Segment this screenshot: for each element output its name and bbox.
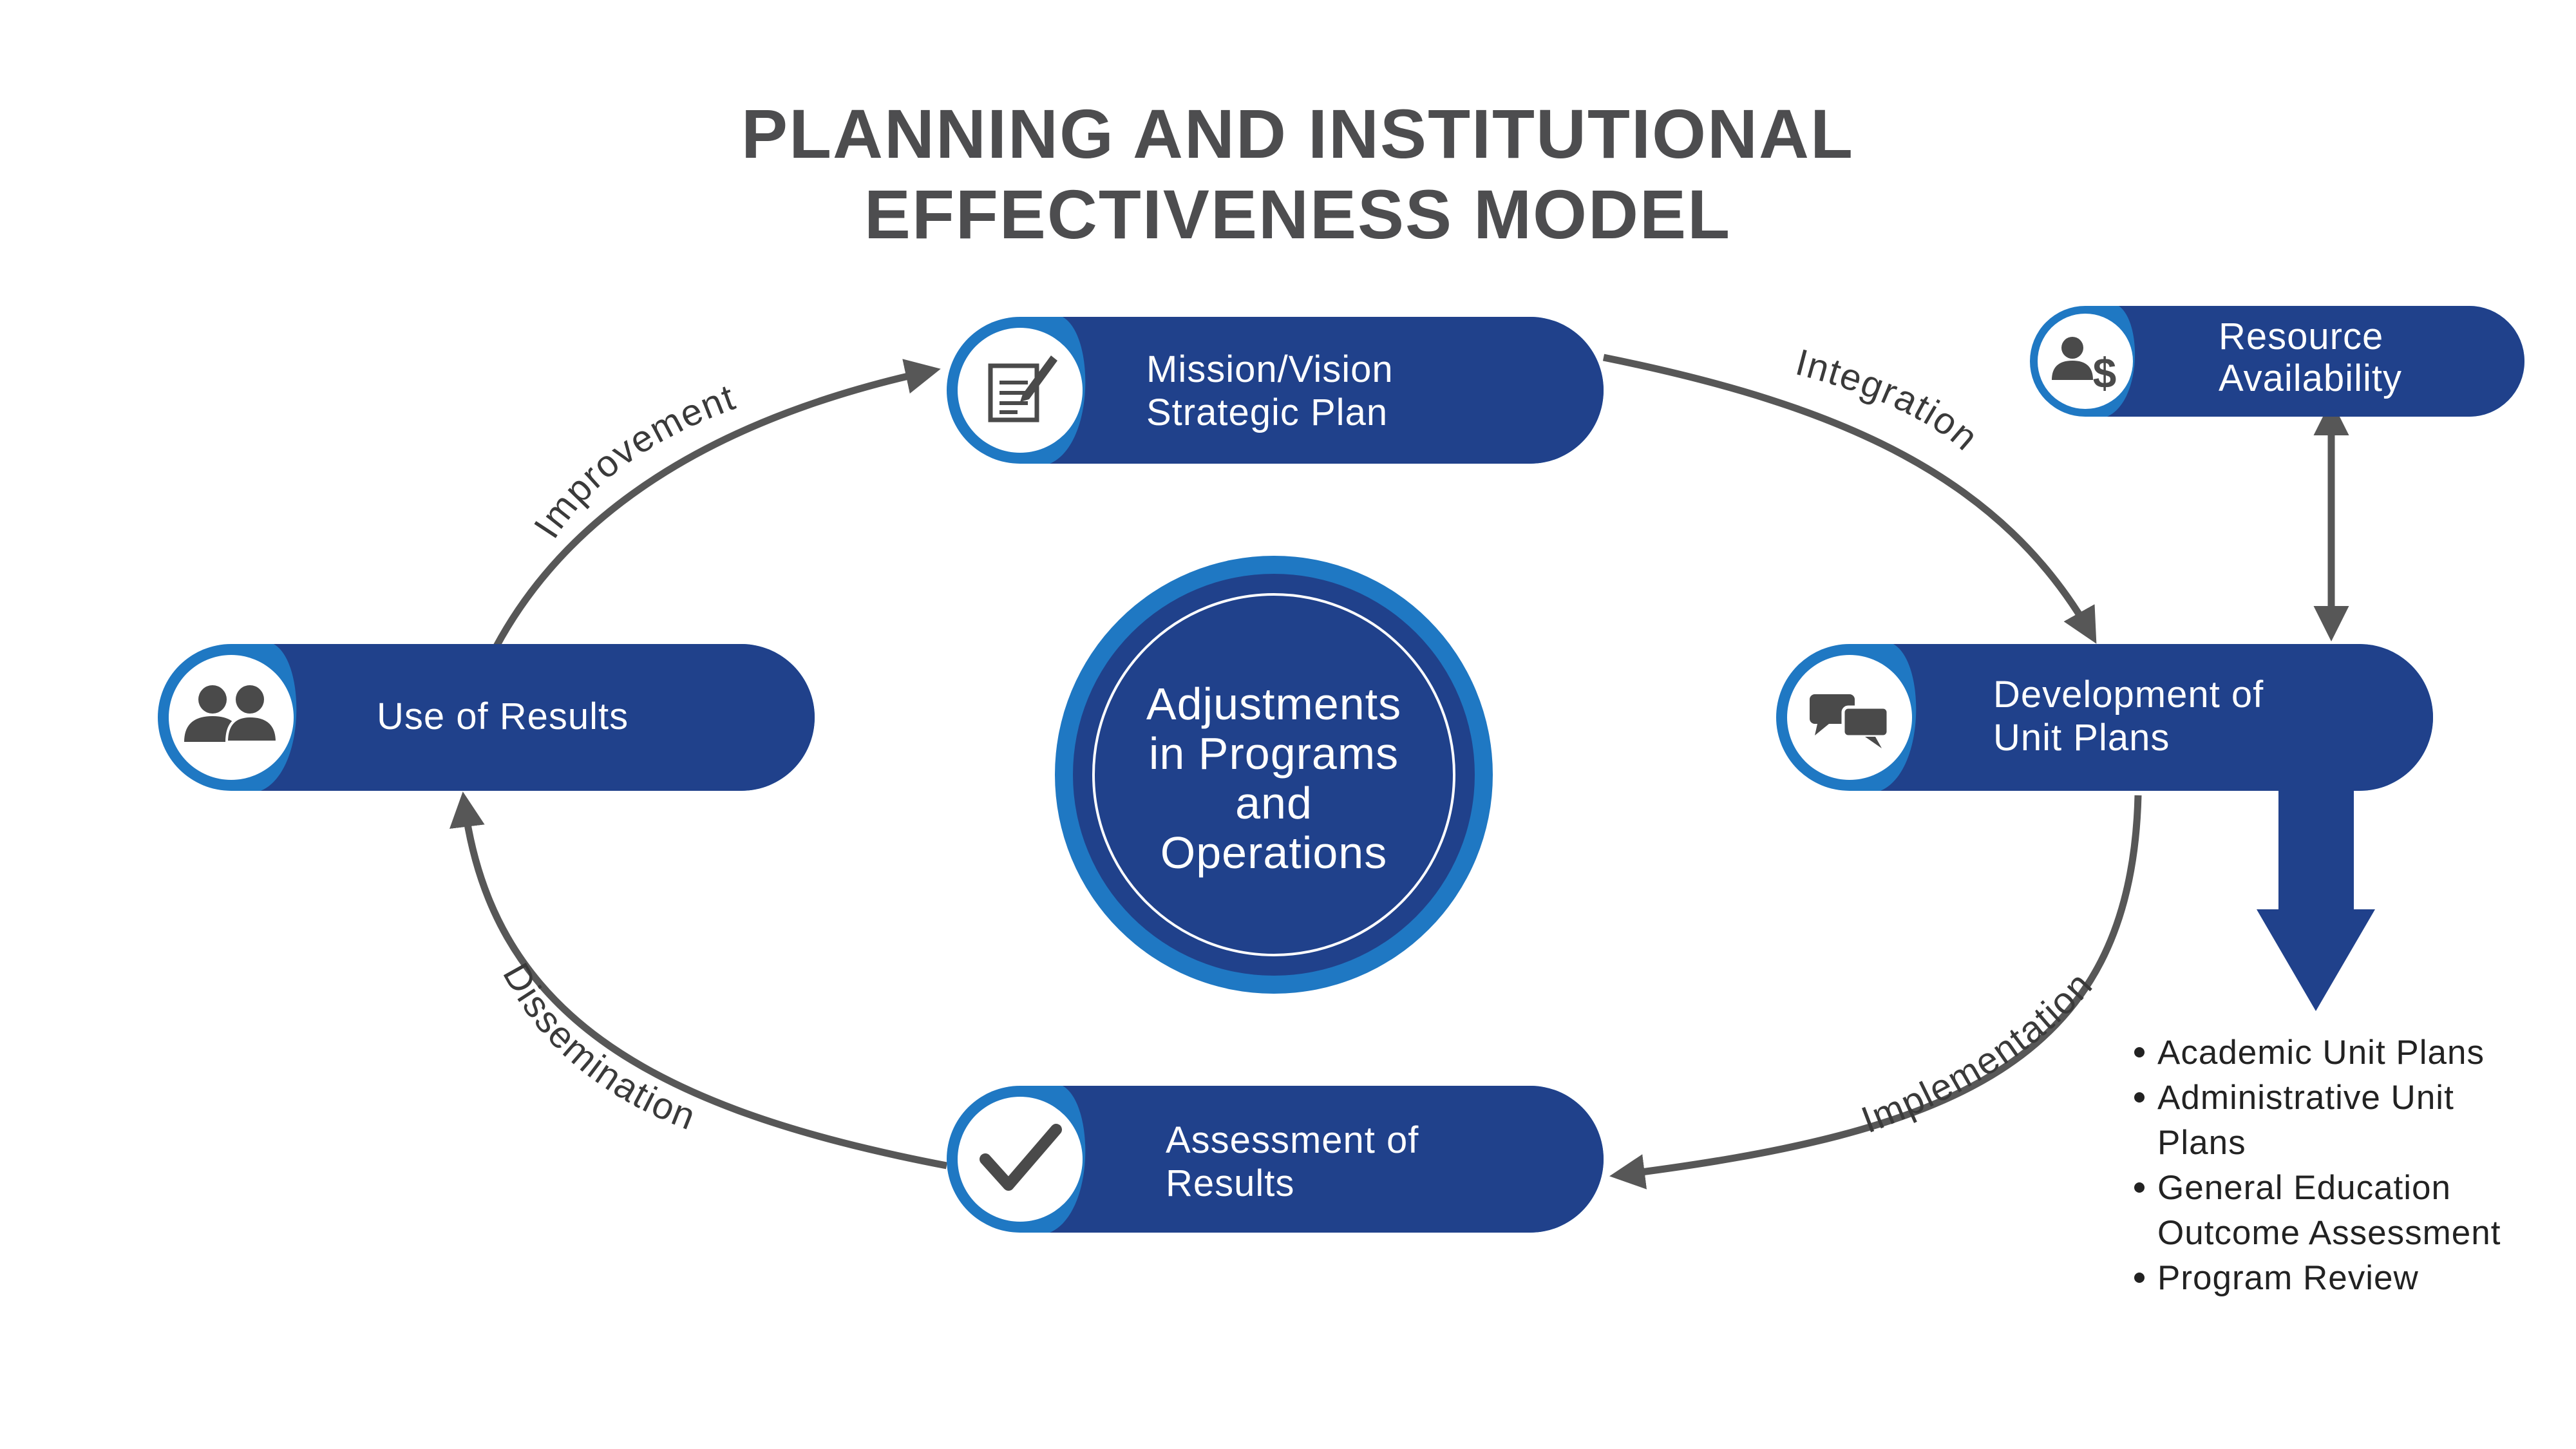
node-use-of-results: Use of Results — [158, 644, 815, 791]
diagram-title-line-1: PLANNING AND INSTITUTIONAL — [741, 95, 1854, 173]
node-resource-availability: $ Resource Availability — [2030, 306, 2524, 417]
chat-bubbles-icon — [1810, 694, 1890, 748]
node-use-of-results-label: Use of Results — [377, 696, 629, 737]
list-item: General Education Outcome Assessment — [2134, 1169, 2501, 1252]
edge-label-improvement: Improvement — [526, 376, 741, 545]
node-development-line-2: Unit Plans — [1993, 717, 2170, 759]
node-development-unit-plans: Development of Unit Plans — [1776, 644, 2433, 791]
svg-text:Plans: Plans — [2157, 1124, 2246, 1162]
node-assessment-line-2: Results — [1166, 1162, 1294, 1204]
dissemination-arrow — [450, 791, 948, 1170]
center-line-3: and — [1235, 778, 1312, 828]
center-line-4: Operations — [1160, 828, 1387, 878]
edge-label-integration: Integration — [1792, 341, 1987, 459]
document-edit-icon — [988, 355, 1057, 422]
list-item: Administrative Unit Plans — [2134, 1079, 2454, 1162]
improvement-arrow — [493, 359, 941, 649]
svg-text:Program Review: Program Review — [2157, 1259, 2419, 1297]
integration-arrow — [1602, 354, 2097, 644]
node-resource-line-1: Resource — [2219, 316, 2383, 357]
list-item: Academic Unit Plans — [2134, 1034, 2485, 1072]
users-icon — [184, 685, 279, 743]
edge-label-dissemination: Dissemination — [495, 956, 702, 1139]
diagram-title-line-2: EFFECTIVENESS MODEL — [864, 175, 1731, 253]
node-mission-line-2: Strategic Plan — [1146, 392, 1388, 433]
node-resource-line-2: Availability — [2219, 357, 2402, 399]
center-adjustments-circle: Adjustments in Programs and Operations — [1055, 556, 1493, 994]
implementation-arrow — [1609, 795, 2142, 1189]
center-line-1: Adjustments — [1146, 679, 1401, 729]
node-assessment-line-1: Assessment of — [1166, 1119, 1419, 1161]
unit-plans-list: Academic Unit Plans Administrative Unit … — [2134, 1034, 2501, 1297]
user-dollar-icon: $ — [2052, 337, 2116, 397]
svg-text:Administrative Unit: Administrative Unit — [2157, 1079, 2454, 1117]
svg-text:General Education: General Education — [2157, 1169, 2451, 1207]
node-mission-vision: Mission/Vision Strategic Plan — [947, 317, 1604, 464]
node-development-line-1: Development of — [1993, 674, 2264, 715]
edge-label-implementation: Implementation — [1856, 963, 2101, 1141]
unit-plans-down-arrow — [2257, 791, 2375, 1011]
center-line-2: in Programs — [1149, 728, 1399, 779]
node-assessment-results: Assessment of Results — [947, 1086, 1604, 1233]
svg-text:$: $ — [2093, 349, 2117, 397]
node-mission-line-1: Mission/Vision — [1146, 348, 1394, 390]
checkmark-icon — [980, 1124, 1062, 1191]
list-item: Program Review — [2134, 1259, 2419, 1297]
svg-text:Outcome Assessment: Outcome Assessment — [2157, 1214, 2501, 1252]
svg-text:Academic Unit Plans: Academic Unit Plans — [2157, 1034, 2485, 1072]
